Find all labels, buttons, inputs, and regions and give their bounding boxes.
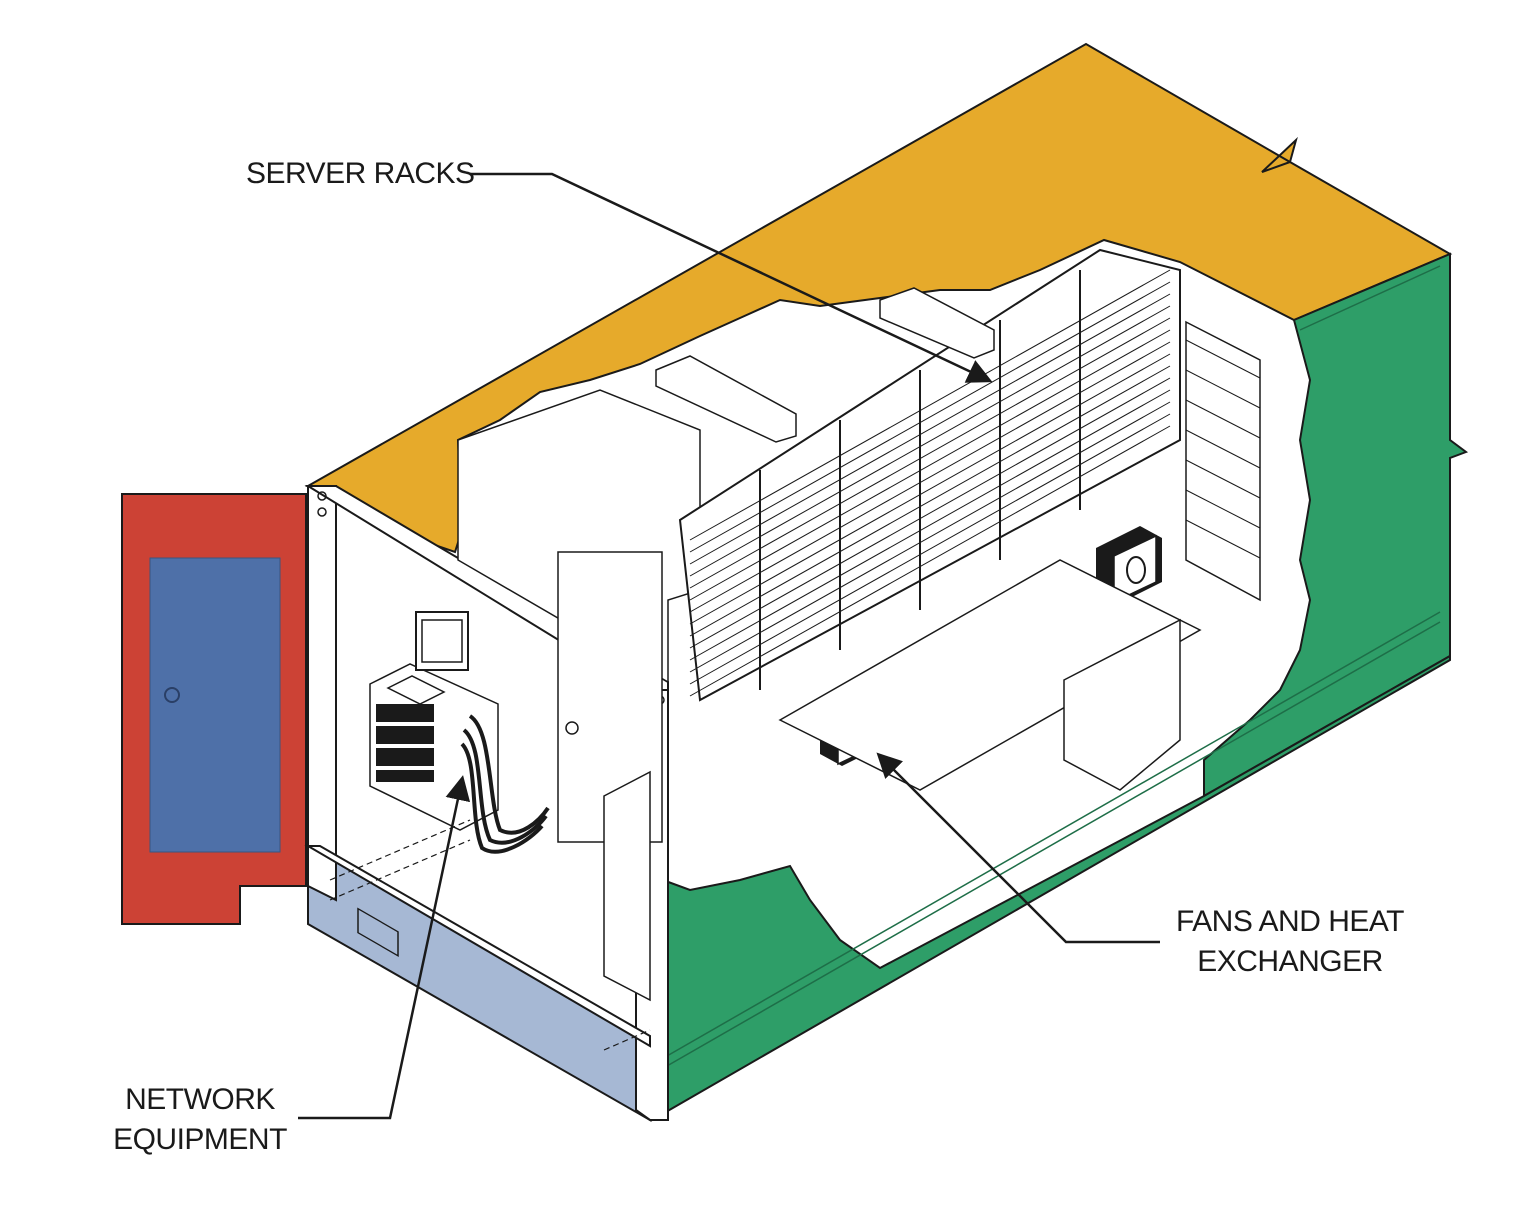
container-side-wall-right [1203, 252, 1469, 798]
overhead-beam [879, 287, 995, 359]
heat-exchanger [778, 559, 1202, 791]
side-wall-ribs [659, 265, 1441, 1071]
leader-fans-heat-exchanger [876, 752, 1160, 944]
fan-icon [1096, 526, 1162, 604]
label-fans-line2: EXCHANGER [1197, 945, 1383, 978]
label-network-equipment: NETWORK EQUIPMENT [112, 1080, 288, 1160]
server-rack-column [1185, 320, 1261, 602]
monitor-icon [415, 611, 469, 671]
label-server-racks-text: SERVER RACKS [246, 157, 475, 190]
base-vent [357, 907, 399, 957]
network-switch-stack [376, 704, 434, 782]
label-server-racks: SERVER RACKS [246, 154, 475, 194]
cable-bundle-icon [460, 714, 550, 854]
door-handle [164, 687, 180, 703]
keyboard [386, 675, 446, 705]
floor-conduits [329, 819, 651, 1051]
label-network-line2: EQUIPMENT [113, 1123, 287, 1156]
rack-uprights [759, 270, 1081, 690]
interior [457, 389, 701, 1002]
interior-door-handle [565, 721, 579, 735]
label-network-line1: NETWORK [125, 1083, 275, 1116]
rack-shelves [689, 269, 1171, 697]
frame-bolt [317, 507, 327, 517]
label-fans-heat-exchanger: FANS AND HEAT EXCHANGER [1174, 902, 1406, 982]
leader-network-equipment [298, 775, 471, 1120]
server-rack-row [655, 248, 1261, 702]
leader-server-racks [470, 172, 993, 383]
container-side-wall-lower [651, 654, 1451, 1122]
overhead-beam [655, 355, 797, 443]
open-door [121, 493, 307, 925]
door-panel [149, 557, 281, 853]
label-fans-line1: FANS AND HEAT [1176, 905, 1405, 938]
frame-bolt [317, 491, 327, 501]
